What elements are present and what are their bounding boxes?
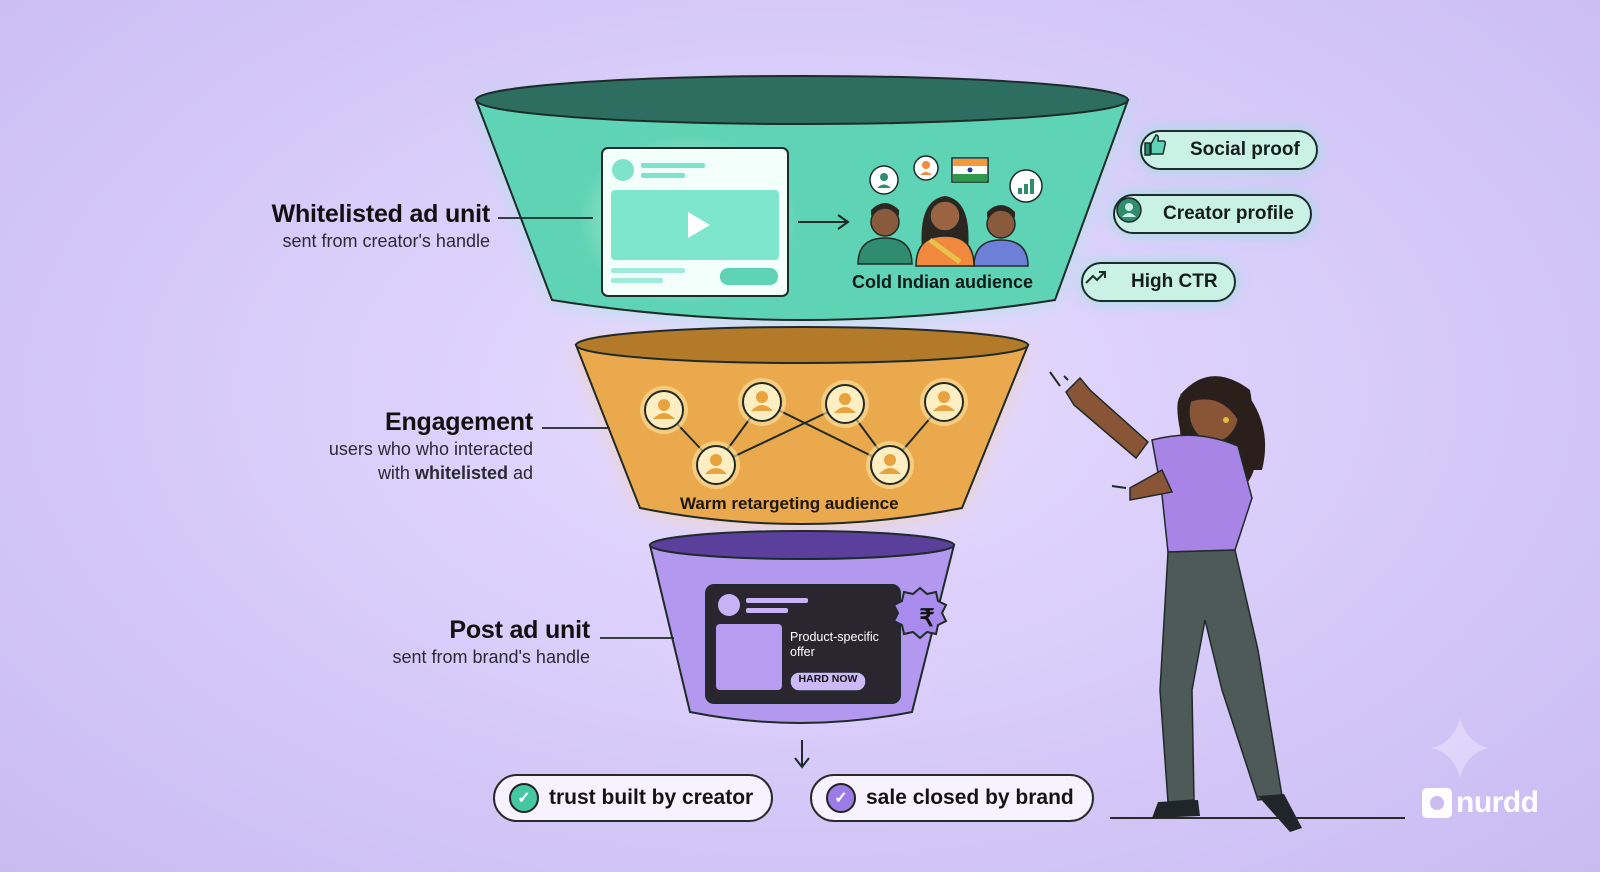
- india-flag-icon: [951, 157, 989, 183]
- check-circle-icon: ✓: [509, 783, 539, 813]
- brand-logo-text: nurdd: [1456, 786, 1539, 819]
- label-engagement-line2: with whitelisted ad: [377, 463, 533, 483]
- engaged-user-nodes: [640, 378, 968, 489]
- user-node-icon: [738, 378, 786, 426]
- check-circle-icon: ✓: [826, 783, 856, 813]
- offer-text-line1: Product-specific: [790, 630, 879, 644]
- user-node-icon: [866, 441, 914, 489]
- user-node-icon: [920, 378, 968, 426]
- funnel-middle-section: [574, 326, 1030, 527]
- whitelisted-ad-card: [578, 135, 798, 305]
- play-icon: [688, 212, 710, 238]
- outcome-trust-built-label: trust built by creator: [549, 786, 754, 809]
- outcome-sale-closed-label: sale closed by brand: [866, 786, 1074, 809]
- chat-bubble-icon: [913, 155, 939, 181]
- brand-logo-mark-icon: [1422, 788, 1452, 818]
- outcome-sale-closed: ✓ sale closed by brand: [810, 774, 1094, 822]
- cold-audience-label: Cold Indian audience: [852, 272, 1034, 292]
- benefit-creator-profile: Creator profile: [1113, 194, 1312, 234]
- label-whitelisted-ad-subtitle: sent from creator's handle: [282, 231, 490, 251]
- benefit-social-proof: Social proof: [1140, 130, 1318, 170]
- benefit-social-proof-label: Social proof: [1190, 139, 1300, 160]
- brand-logo: nurdd: [1422, 786, 1539, 820]
- post-ad-card: [705, 584, 901, 704]
- user-circle-icon: [1116, 197, 1155, 228]
- label-whitelisted-ad-title: Whitelisted ad unit: [271, 200, 491, 228]
- label-post-ad: Post ad unit sent from brand's handle: [392, 616, 590, 669]
- chat-bubble-icon: [869, 165, 899, 195]
- stats-bubble-icon: [1009, 169, 1043, 203]
- rupee-badge-icon: [892, 586, 948, 640]
- label-post-ad-subtitle: sent from brand's handle: [392, 647, 590, 667]
- label-post-ad-title: Post ad unit: [449, 616, 590, 644]
- cold-audience-group: [857, 196, 1029, 267]
- offer-cta-button[interactable]: HARD NOW: [798, 673, 858, 685]
- label-engagement-title: Engagement: [384, 408, 533, 436]
- outcome-trust-built: ✓ trust built by creator: [493, 774, 774, 822]
- label-engagement-line1: users who who interacted: [328, 439, 533, 459]
- thumbs-up-icon: [1144, 134, 1182, 164]
- label-whitelisted-ad: Whitelisted ad unit sent from creator's …: [271, 200, 491, 253]
- user-node-icon: [692, 441, 740, 489]
- user-node-icon: [640, 386, 688, 434]
- benefit-high-ctr: High CTR: [1081, 262, 1236, 302]
- label-engagement: Engagement users who who interacted with…: [329, 408, 533, 485]
- benefit-creator-profile-label: Creator profile: [1163, 203, 1294, 224]
- rupee-symbol: ₹: [919, 605, 935, 632]
- trending-up-icon: [1085, 268, 1123, 296]
- presenter-illustration: [1049, 371, 1302, 832]
- warm-audience-label: Warm retargeting audience: [680, 494, 899, 513]
- offer-text-line2: offer: [790, 645, 815, 659]
- offer-text: Product-specific offer: [790, 630, 879, 660]
- benefit-high-ctr-label: High CTR: [1131, 271, 1218, 292]
- user-node-icon: [821, 380, 869, 428]
